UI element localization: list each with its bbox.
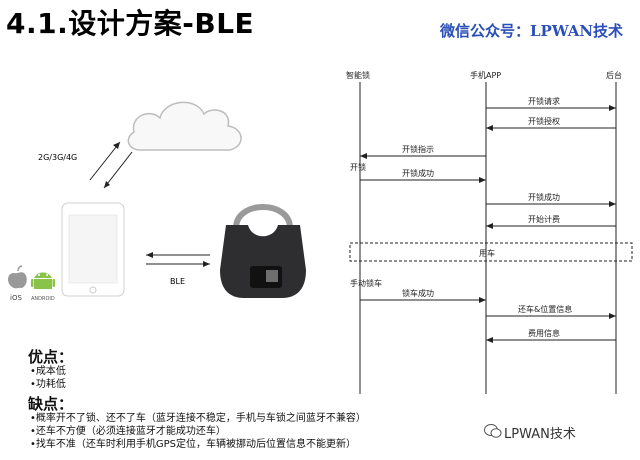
msg-unlock-success-to-app: 开锁成功 [360, 168, 486, 183]
android-icon [31, 272, 55, 289]
msg-unlock-auth: 开锁授权 [486, 116, 616, 131]
lifeline-label-backend: 后台 [606, 70, 622, 80]
pros-heading: 优点： [28, 348, 74, 366]
svg-text:开锁授权: 开锁授权 [528, 116, 560, 126]
svg-text:锁车成功: 锁车成功 [402, 288, 434, 298]
ble-arrows [146, 252, 210, 267]
smart-lock-image [220, 204, 306, 298]
msg-lock-success: 锁车成功 [360, 288, 486, 303]
lifeline-label-app: 手机APP [470, 70, 501, 80]
ride-box: 用车 [349, 242, 633, 262]
ios-label: iOS [10, 294, 22, 302]
network-label: 2G/3G/4G [38, 153, 77, 162]
cons-item: •找车不准（还车时利用手机GPS定位，车辆被挪动后位置信息不能更新） [30, 439, 357, 450]
svg-text:还车&位置信息: 还车&位置信息 [518, 304, 572, 314]
wechat-icon [484, 424, 502, 438]
msg-start-billing: 开始计费 [486, 214, 616, 229]
svg-text:开锁指示: 开锁指示 [402, 144, 434, 154]
pros-item: •成本低 [30, 366, 66, 377]
cloud-icon [127, 101, 242, 151]
cons-item: •还车不方便（必须连接蓝牙才能成功还车） [30, 426, 226, 437]
svg-text:开锁请求: 开锁请求 [528, 96, 560, 106]
architecture-diagram: 2G/3G/4G iOS ANDROID BLE [8, 101, 306, 302]
svg-text:开锁成功: 开锁成功 [402, 168, 434, 178]
slide-title: 4.1.设计方案-BLE [6, 7, 255, 40]
msg-unlock-self: 开锁 [350, 162, 366, 172]
android-label: ANDROID [31, 296, 55, 302]
svg-text:开锁成功: 开锁成功 [528, 192, 560, 202]
sequence-diagram: 智能锁 手机APP 后台 开锁请求 开锁授权 开锁指示 开锁 开锁成功 开锁成功… [346, 70, 633, 394]
pros-item: •功耗低 [30, 379, 66, 390]
lifeline-label-lock: 智能锁 [346, 70, 370, 80]
network-arrows [89, 141, 133, 189]
msg-unlock-request: 开锁请求 [486, 96, 616, 111]
apple-icon [8, 265, 27, 289]
msg-unlock-instruction: 开锁指示 [360, 144, 486, 159]
svg-text:用车: 用车 [479, 248, 495, 258]
wechat-watermark: 微信公众号：LPWAN技术 [440, 22, 624, 40]
ble-label: BLE [170, 277, 185, 286]
msg-return-location: 还车&位置信息 [486, 304, 616, 319]
cons-item: •概率开不了锁、还不了车（蓝牙连接不稳定，手机与车锁之间蓝牙不兼容） [30, 413, 366, 424]
cons-heading: 缺点： [28, 395, 74, 413]
msg-unlock-success-to-backend: 开锁成功 [486, 192, 616, 207]
svg-text:费用信息: 费用信息 [528, 328, 560, 338]
svg-text:开始计费: 开始计费 [528, 214, 560, 224]
msg-manual-lock: 手动锁车 [350, 278, 382, 288]
msg-fee-info: 费用信息 [486, 328, 616, 343]
wechat-watermark-bottom: LPWAN技术 [504, 427, 576, 442]
phone-image [61, 202, 125, 297]
